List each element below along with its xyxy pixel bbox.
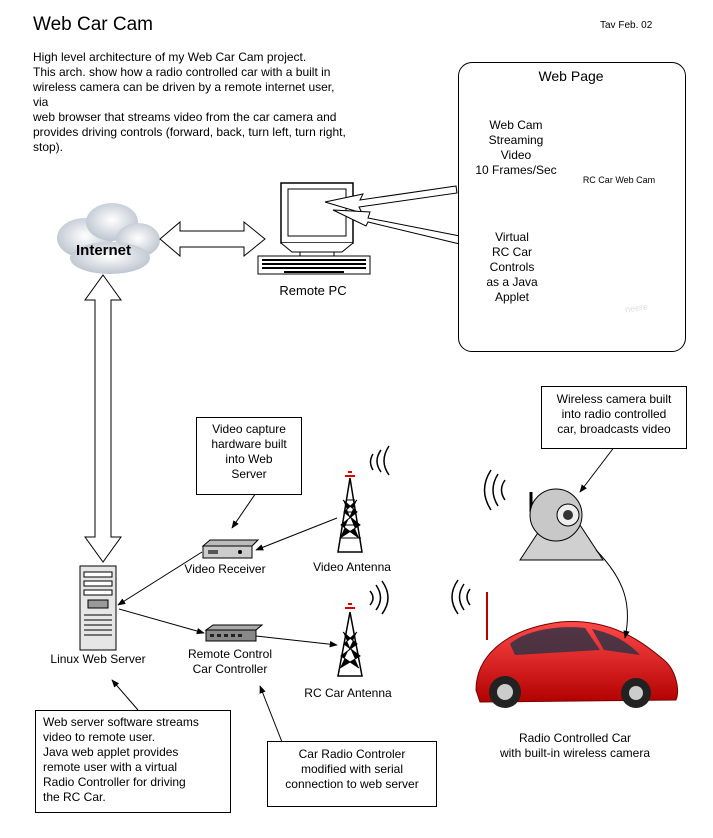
controls-arrow <box>332 209 471 247</box>
callout-line: remote user with a virtual <box>43 760 178 774</box>
controls-label-line: Virtual <box>495 230 529 244</box>
video-receiver-icon <box>201 539 260 559</box>
intro-line: provides driving controls (forward, back… <box>33 125 346 139</box>
video-capture-callout: Video capture hardware built into Web Se… <box>196 417 302 495</box>
internet-cloud-icon <box>57 203 160 274</box>
intro-text: High level architecture of my Web Car Ca… <box>33 50 353 155</box>
page-title: Web Car Cam <box>33 14 154 35</box>
callout-line: hardware built <box>211 437 287 451</box>
remote-pc-icon <box>257 182 371 275</box>
date-label: Tav Feb. 02 <box>600 20 653 31</box>
intro-line: High level architecture of my Web Car Ca… <box>33 50 307 64</box>
callout-line: modified with serial <box>300 762 404 776</box>
controls-label-line: RC Car <box>491 245 532 259</box>
callout-line: Java web applet provides <box>43 745 179 759</box>
callout-line: car, broadcasts video <box>557 422 671 436</box>
internet-pc-arrow <box>159 220 266 258</box>
internet-server-arrow <box>84 274 122 563</box>
stream-label: Web Cam Streaming Video 10 Frames/Sec <box>466 118 566 178</box>
controls-label-line: Applet <box>494 290 530 304</box>
callout-line: Wireless camera built <box>556 392 672 406</box>
intro-line: stop). <box>33 140 64 154</box>
car-label-line: Radio Controlled Car <box>518 731 632 745</box>
callout-line: into radio controlled <box>561 407 667 421</box>
stream-label-line: Video <box>500 148 532 162</box>
rc-car-icon <box>475 621 678 708</box>
controls-label: Virtual RC Car Controls as a Java Applet <box>474 230 550 305</box>
intro-line: web browser that streams video from the … <box>33 110 337 124</box>
callout-line: into Web <box>225 452 273 466</box>
callout-line: connection to web server <box>285 777 419 791</box>
intro-line: wireless camera can be driven by a remot… <box>33 80 335 109</box>
tv-label: RC Car Web Cam <box>582 175 656 185</box>
stream-label-line: Web Cam <box>489 118 543 132</box>
intro-line: This arch. show how a radio controlled c… <box>33 65 331 79</box>
car-label-line: with built-in wireless camera <box>499 746 651 760</box>
video-receiver-label: Video Receiver <box>184 562 266 576</box>
rc-antenna-label: RC Car Antenna <box>304 686 392 700</box>
car-controller-icon <box>204 624 264 642</box>
callout-line: Car Radio Controler <box>298 747 406 761</box>
stream-arrow <box>324 185 458 214</box>
rc-antenna-icon <box>337 580 389 677</box>
wireless-camera-callout: Wireless camera built into radio control… <box>541 386 687 449</box>
server-tower-icon <box>79 565 117 651</box>
callout-line: video to remote user. <box>43 730 156 744</box>
callout-line: the RC Car. <box>43 790 106 804</box>
web-page-title: Web Page <box>538 68 604 84</box>
callout-line: Server <box>231 467 267 481</box>
callout-line: Radio Controller for driving <box>43 775 186 789</box>
car-controller-label-line: Car Controller <box>192 662 268 676</box>
callout-line: Video capture <box>212 422 286 436</box>
linux-server-label: Linux Web Server <box>50 652 146 666</box>
stream-label-line: Streaming <box>488 133 544 147</box>
car-radio-callout: Car Radio Controler modified with serial… <box>267 741 437 807</box>
connector-lines <box>111 445 630 743</box>
server-software-callout: Web server software streams video to rem… <box>35 710 231 813</box>
controls-label-line: Controls <box>489 260 535 274</box>
internet-label: Internet <box>76 242 132 259</box>
car-label: Radio Controlled Car with built-in wirel… <box>480 731 670 761</box>
car-signal-icon <box>451 579 488 640</box>
car-controller-label: Remote Control Car Controller <box>170 647 290 677</box>
video-antenna-label: Video Antenna <box>313 560 391 574</box>
wireless-camera-icon <box>483 469 604 561</box>
video-antenna-icon <box>337 445 390 553</box>
car-controller-label-line: Remote Control <box>187 647 273 661</box>
web-page-panel <box>458 62 686 352</box>
callout-line: Web server software streams <box>43 715 199 729</box>
remote-pc-label: Remote PC <box>279 283 347 298</box>
stream-label-line: 10 Frames/Sec <box>475 163 557 177</box>
controls-label-line: as a Java <box>486 275 538 289</box>
